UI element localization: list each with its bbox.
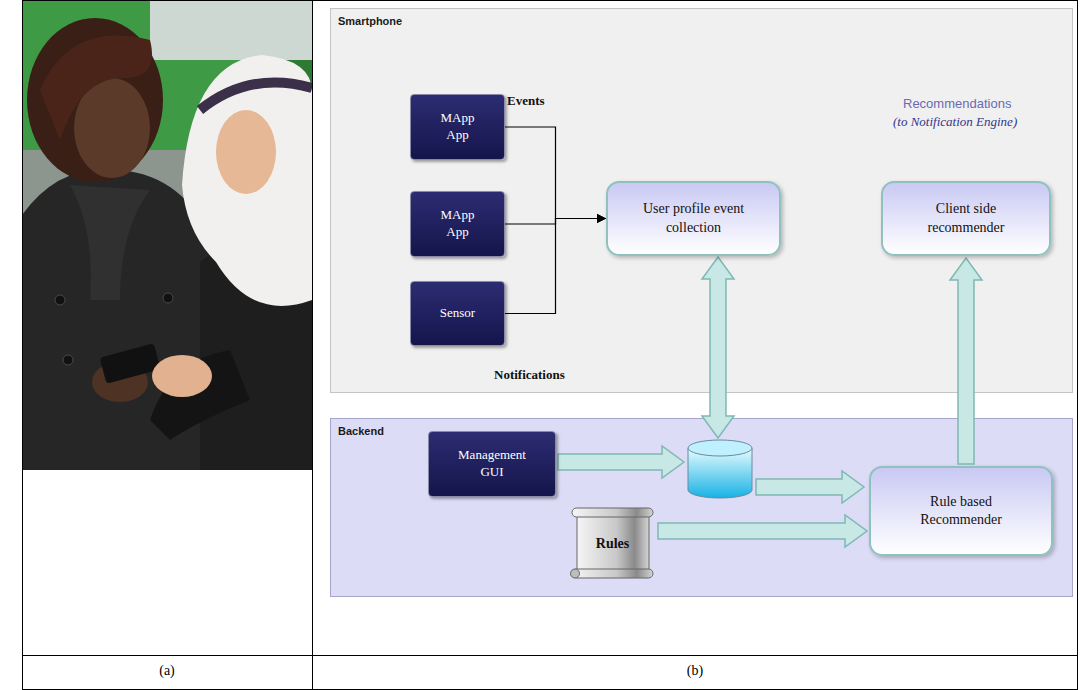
block-arrow (658, 515, 867, 547)
table-line (22, 0, 23, 690)
region-band: SmartphoneMApp AppMApp AppSensorUser pro… (330, 8, 1073, 393)
hand (152, 355, 212, 397)
component-box: Sensor (410, 281, 505, 346)
box-label: Sensor (433, 299, 482, 328)
output-note: (to Notification Engine) (893, 114, 1017, 130)
flow-label: Events (507, 93, 545, 109)
rules-scroll: Rules (569, 506, 656, 581)
event-line (505, 219, 606, 225)
process-box: Client side recommender (881, 181, 1051, 256)
region-band: BackendManagement GUI Rules Rule based Rec… (330, 418, 1073, 597)
dark-garment (200, 238, 312, 470)
block-arrow (558, 446, 684, 478)
block-arrow (950, 258, 982, 464)
event-line (505, 219, 606, 314)
coat-button (163, 293, 173, 303)
box-label: Rules (589, 530, 636, 558)
scroll-roll (572, 569, 653, 578)
database-cylinder (688, 440, 752, 498)
scroll-roll (572, 508, 653, 517)
box-label: User profile event collection (633, 194, 755, 242)
headband (200, 82, 312, 110)
process-box: Rule based Recommender (869, 466, 1053, 556)
table-grid (22, 0, 1078, 690)
table-line (22, 655, 1078, 656)
component-box: Management GUI (428, 431, 556, 497)
bus-window (150, 0, 312, 60)
hand (92, 362, 148, 402)
phone (100, 343, 161, 384)
flow-label: Notifications (494, 367, 565, 383)
cylinder-top (688, 440, 752, 456)
table-line (22, 689, 1078, 690)
table-line (312, 0, 313, 690)
face (216, 110, 276, 194)
coat (22, 169, 252, 470)
block-arrow (702, 257, 734, 438)
table-line (22, 0, 1078, 1)
process-box: User profile event collection (606, 181, 781, 256)
component-box: MApp App (410, 191, 505, 257)
panel-caption: (a) (22, 663, 312, 679)
sleeve (150, 350, 250, 440)
region-heading: Smartphone (331, 9, 409, 33)
box-label: MApp App (434, 201, 482, 247)
region-heading: Backend (331, 419, 391, 443)
panel-caption: (b) (312, 663, 1078, 679)
hair (27, 18, 163, 182)
scroll-curl (571, 569, 580, 578)
box-label: Rule based Recommender (904, 487, 1018, 535)
table-line (1077, 0, 1078, 690)
connector-layer (505, 127, 982, 547)
face (74, 78, 150, 178)
event-line (505, 127, 606, 219)
output-label: Recommendations (903, 96, 1011, 111)
hair-fringe (40, 36, 152, 140)
bus-side (22, 0, 312, 150)
box-label: Management GUI (451, 441, 533, 487)
coat-button (63, 355, 73, 365)
coat-collar (70, 185, 150, 300)
scroll-sheet (577, 512, 649, 572)
cylinder-body (688, 448, 752, 498)
box-label: Client side recommender (909, 194, 1023, 242)
headscarf (182, 55, 312, 306)
component-box: MApp App (410, 94, 505, 160)
photo (22, 0, 312, 470)
data-flow-arrows (558, 257, 864, 503)
block-arrow (756, 471, 864, 503)
coat-button (55, 295, 65, 305)
bus-panel (255, 60, 312, 190)
box-label: MApp App (434, 104, 482, 150)
photo-ground (22, 0, 312, 470)
